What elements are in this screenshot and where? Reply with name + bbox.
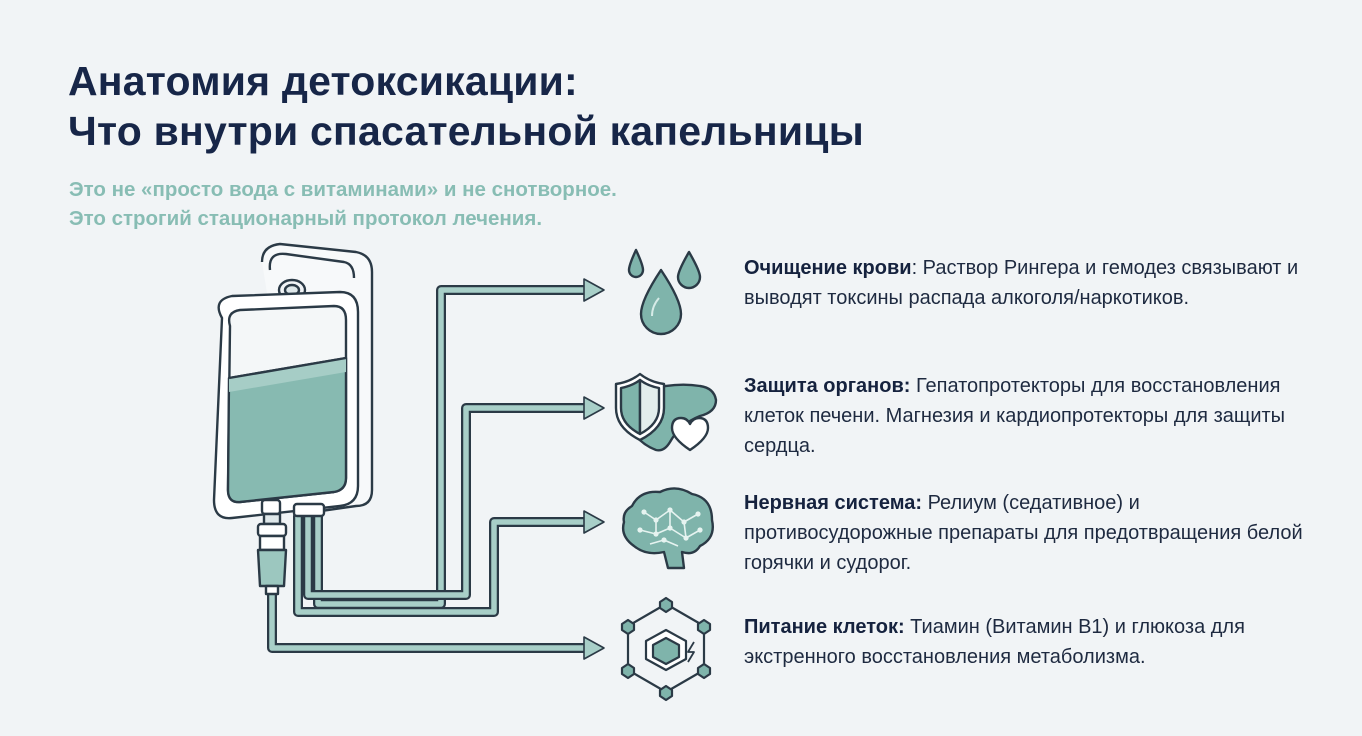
title-line-2: Что внутри спасательной капельницы — [68, 108, 864, 154]
item-lead: Защита органов: — [744, 375, 911, 397]
heart-icon — [670, 416, 710, 452]
list-item-cell-nutrition: Питание клеток: Тиамин (Витамин B1) и гл… — [744, 612, 1304, 672]
item-text: : Раствор Рингера и гемодез связывают и … — [744, 257, 1299, 309]
iv-solution-liquid — [226, 356, 348, 504]
arrow-heads — [583, 278, 605, 660]
arrow-right-icon — [583, 636, 605, 660]
drip-chamber-icon — [256, 548, 288, 588]
subtitle-line-1: Это не «просто вода с витаминами» и не с… — [69, 178, 617, 201]
list-item-organ-protection: Защита органов: Гепатопротекторы для вос… — [744, 371, 1304, 461]
list-item-blood-cleansing: Очищение крови: Раствор Рингера и гемоде… — [744, 253, 1304, 313]
list-item-nervous-system: Нервная система: Релиум (седативное) и п… — [744, 488, 1304, 578]
water-drops-icon — [627, 248, 702, 336]
title-line-1: Анатомия детоксикации: — [68, 58, 578, 104]
item-text: Релиум (седативное) и противосудорожные … — [744, 492, 1303, 574]
item-text: Тиамин (Витамин B1) и глюкоза для экстре… — [744, 616, 1245, 668]
brain-icon — [621, 487, 714, 570]
arrow-right-icon — [583, 510, 605, 534]
item-lead: Нервная система: — [744, 492, 923, 514]
item-lead: Питание клеток: — [744, 616, 905, 638]
iv-bag-icon — [212, 242, 374, 596]
page-subtitle: Это не «просто вода с витаминами» и не с… — [69, 175, 617, 233]
cell-nutrition-icon — [620, 596, 712, 702]
iv-tubes — [267, 285, 593, 653]
organ-protection-icon — [614, 372, 718, 452]
arrow-right-icon — [583, 278, 605, 302]
item-text: Гепатопротекторы для восстановления клет… — [744, 375, 1286, 457]
arrow-right-icon — [583, 396, 605, 420]
item-lead: Очищение крови — [744, 257, 912, 279]
page-title: Анатомия детоксикации: Что внутри спасат… — [68, 56, 864, 156]
subtitle-line-2: Это строгий стационарный протокол лечени… — [69, 207, 543, 230]
